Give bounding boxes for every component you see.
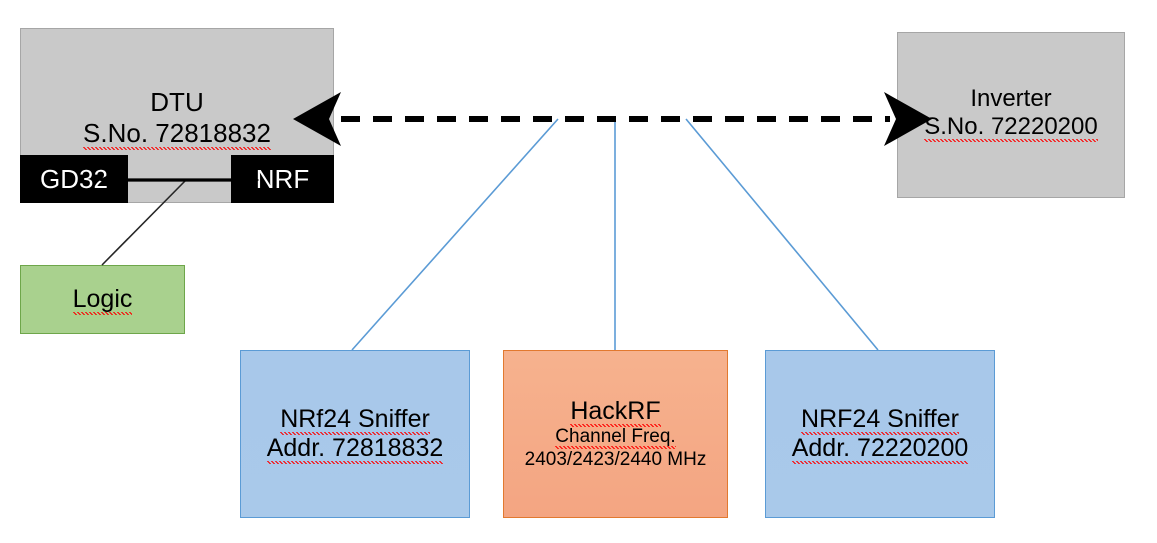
sniffer-left-title: NRf24 Sniffer [280,404,430,435]
nrf-label: NRF [255,163,310,194]
hackrf-title: HackRF [570,396,661,427]
wire-link-to-sniffer-right [685,118,879,351]
hackrf-caption: Channel Freq. [555,426,676,450]
node-hackrf[interactable]: HackRF Channel Freq. 2403/2423/2440 MHz [503,350,728,518]
gd32-label: GD32 [40,163,108,194]
node-nrf-chip[interactable]: NRF [231,155,334,203]
node-gd32-chip[interactable]: GD32 [20,155,128,203]
node-logic[interactable]: Logic [20,265,185,334]
logic-label: Logic [72,284,133,315]
inverter-title: Inverter [970,85,1052,112]
hackrf-frequencies: 2403/2423/2440 MHz [524,448,707,470]
node-sniffer-left[interactable]: NRf24 Sniffer Addr. 72818832 [240,350,470,518]
inverter-serial: S.No. 72220200 [924,113,1098,143]
sniffer-right-title: NRF24 Sniffer [801,404,959,435]
wire-link-to-sniffer-left [351,118,559,351]
sniffer-left-address: Addr. 72818832 [266,434,444,464]
dtu-title: DTU [150,87,204,117]
sniffer-right-address: Addr. 72220200 [791,434,969,464]
node-sniffer-right[interactable]: NRF24 Sniffer Addr. 72220200 [765,350,995,518]
dtu-serial: S.No. 72818832 [83,117,271,150]
node-inverter[interactable]: Inverter S.No. 72220200 [897,32,1125,198]
